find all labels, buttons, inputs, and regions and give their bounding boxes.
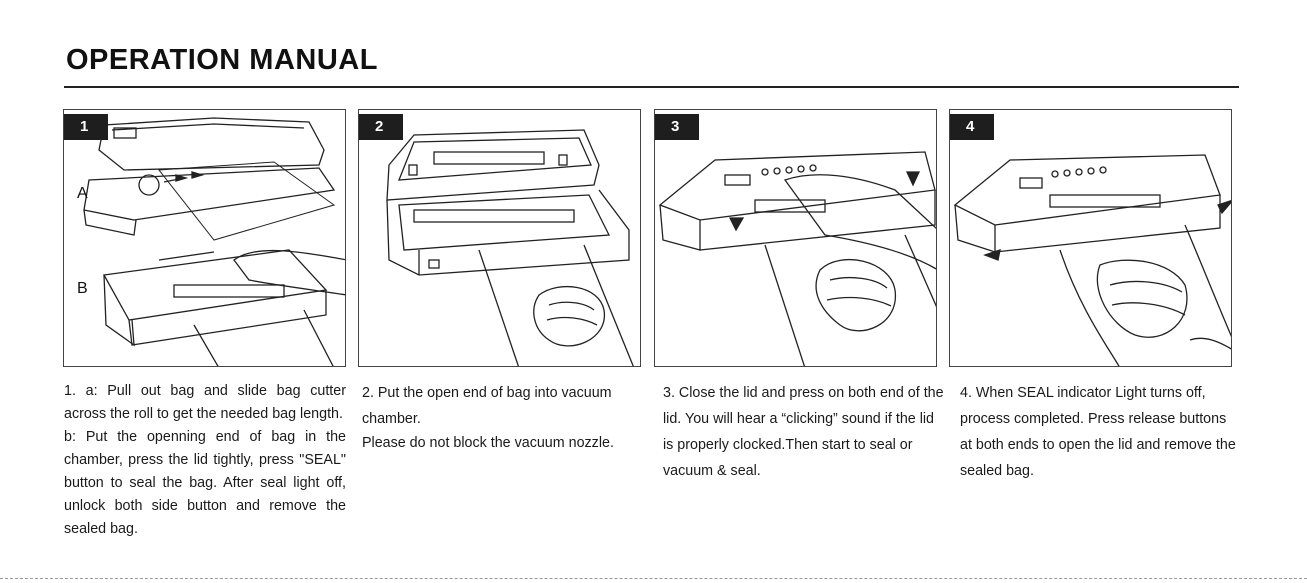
step-3-line-a: 3. Close the lid and press on both end o… (663, 385, 944, 479)
title-divider (64, 86, 1239, 88)
page-title: OPERATION MANUAL (66, 44, 378, 76)
illustration-panel-1: 1 A B (63, 109, 346, 367)
step-1-line-b: b: Put the openning end of bag in the ch… (64, 429, 346, 537)
step-text-4: 4. When SEAL indicator Light turns off, … (960, 380, 1242, 484)
step-2-line-a: 2. Put the open end of bag into vacuum c… (362, 385, 612, 427)
step-text-1: 1. a: Pull out bag and slide bag cutter … (64, 380, 346, 541)
step-badge-3: 3 (655, 114, 699, 140)
step-text-3: 3. Close the lid and press on both end o… (663, 380, 945, 484)
illustration-panel-3: 3 (654, 109, 937, 367)
sealer-close-lid-illustration (658, 151, 936, 366)
step-2-line-b: Please do not block the vacuum nozzle. (362, 435, 614, 451)
illustration-panel-4: 4 (949, 109, 1232, 367)
label-b: B (77, 280, 88, 297)
sealer-open-with-cutter-illustration (83, 117, 345, 366)
footer-divider (0, 578, 1307, 579)
step-1-line-a: 1. a: Pull out bag and slide bag cutter … (64, 383, 346, 422)
sealer-open-bag-insert-illustration (386, 129, 634, 366)
label-a: A (77, 185, 88, 202)
step-badge-2: 2 (359, 114, 403, 140)
step-badge-1: 1 (64, 114, 108, 140)
step-badge-4: 4 (950, 114, 994, 140)
step-text-2: 2. Put the open end of bag into vacuum c… (362, 380, 644, 455)
sealer-release-illustration (953, 154, 1231, 366)
step-4-line-a: 4. When SEAL indicator Light turns off, … (960, 385, 1236, 479)
illustration-panel-2: 2 (358, 109, 641, 367)
